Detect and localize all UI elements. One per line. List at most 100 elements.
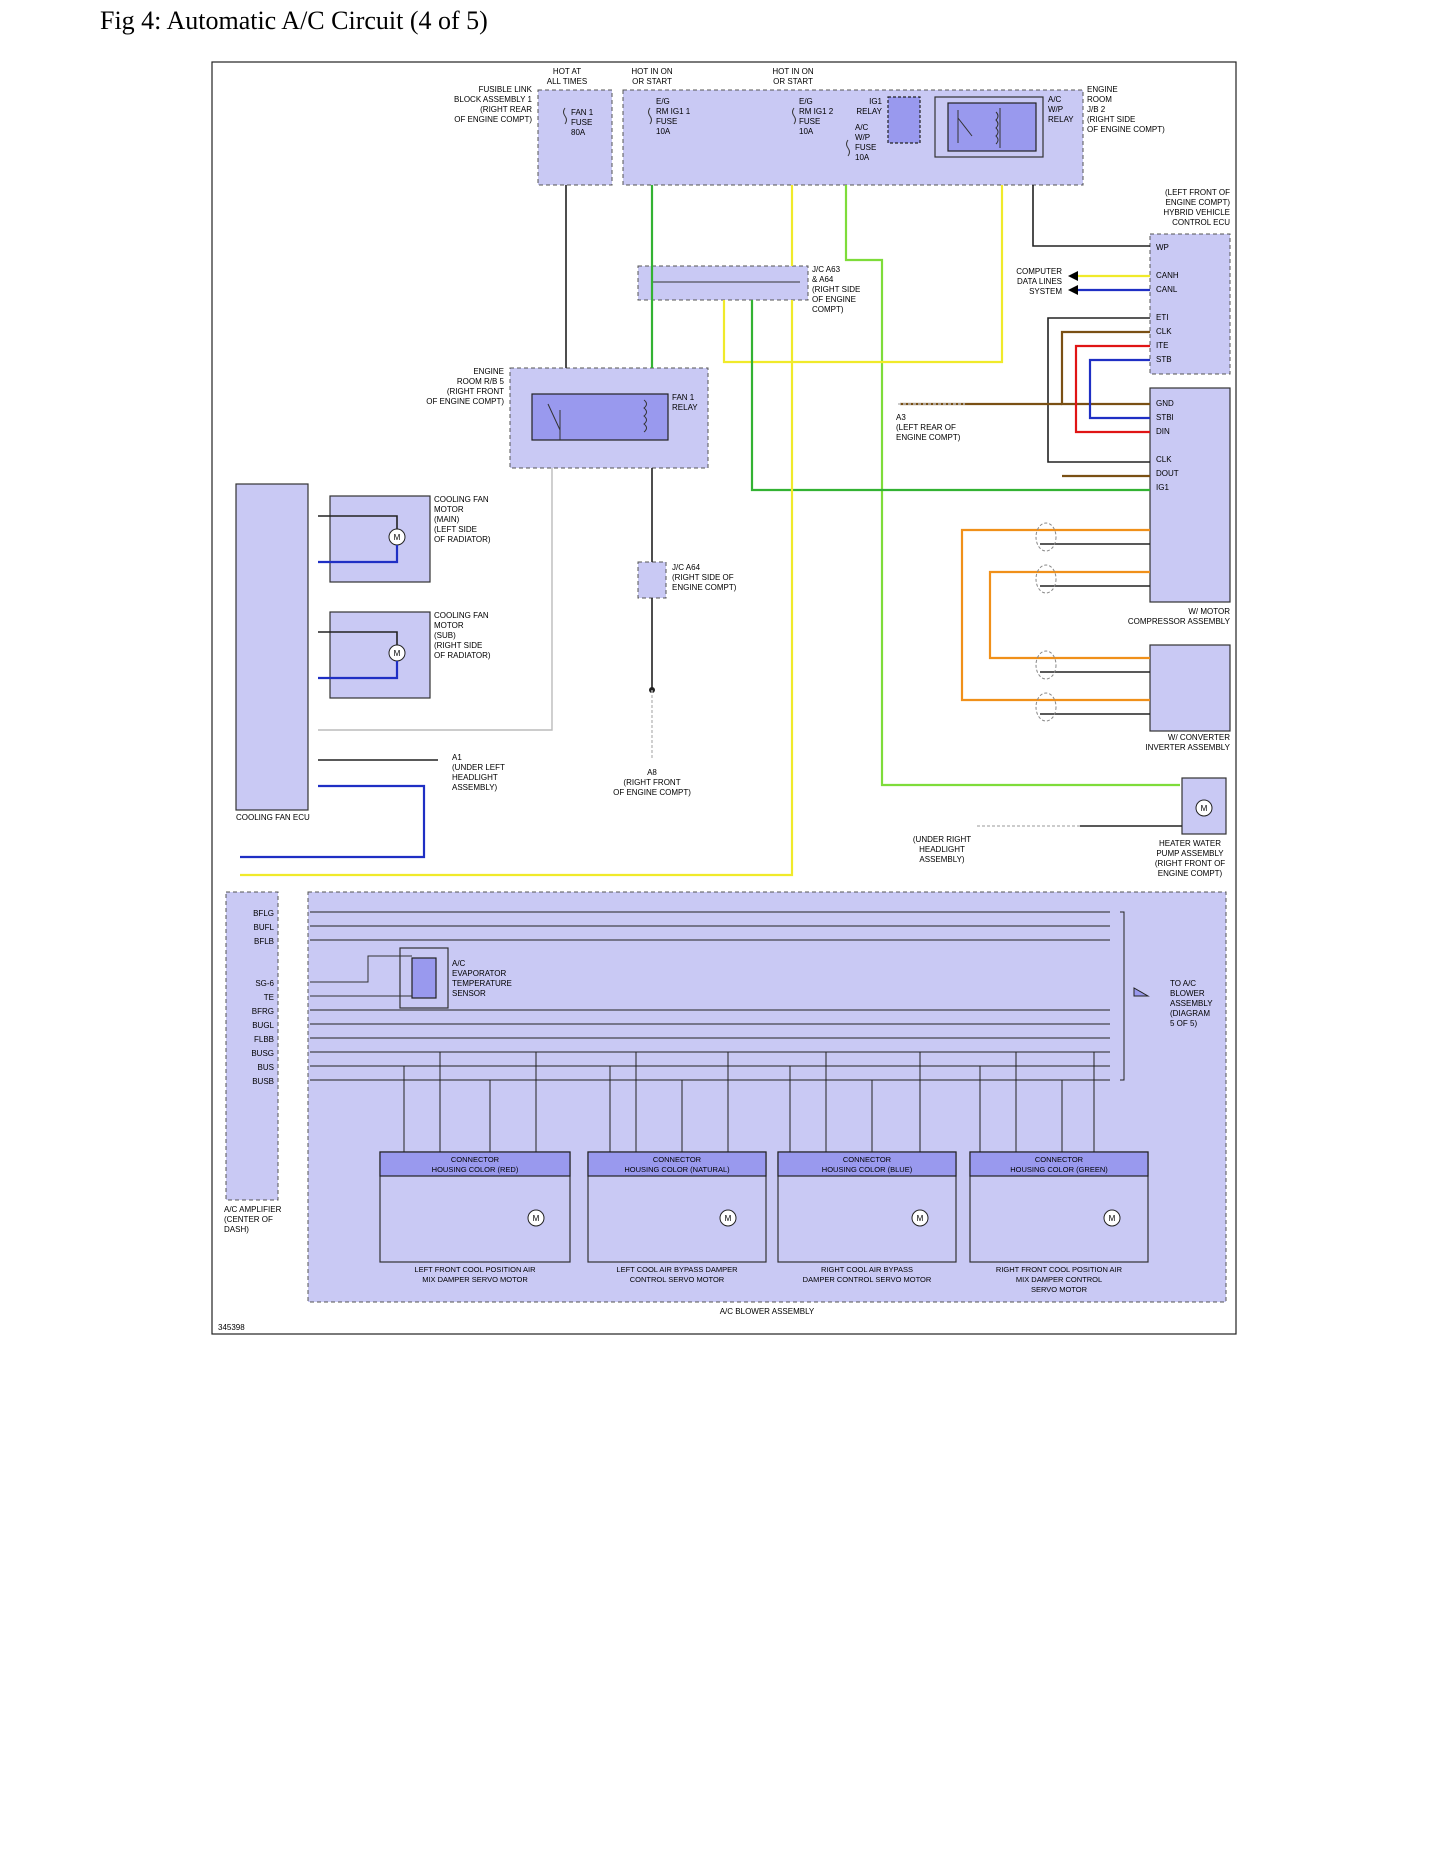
- svg-text:BUS: BUS: [258, 1063, 274, 1072]
- svg-text:RELAY: RELAY: [856, 107, 882, 116]
- svg-text:HOUSING COLOR (RED): HOUSING COLOR (RED): [432, 1165, 519, 1174]
- svg-text:(RIGHT FRONT: (RIGHT FRONT: [447, 387, 504, 396]
- svg-text:BUFL: BUFL: [254, 923, 275, 932]
- fan-motor-main-glyph: M: [394, 533, 401, 542]
- svg-text:J/B 2: J/B 2: [1087, 105, 1106, 114]
- motor-sub-label: COOLING FAN MOTOR (SUB) (RIGHT SIDE OF R…: [434, 611, 491, 660]
- servo-motor-2: CONNECTOR HOUSING COLOR (NATURAL) LEFT C…: [587, 1151, 767, 1284]
- svg-text:ASSEMBLY): ASSEMBLY): [452, 783, 498, 792]
- svg-text:(RIGHT REAR: (RIGHT REAR: [480, 105, 532, 114]
- svg-text:M: M: [725, 1214, 732, 1223]
- svg-text:BFLB: BFLB: [254, 937, 274, 946]
- ac-wp-relay-label: A/C W/P RELAY: [1048, 95, 1074, 124]
- fan1-fuse-label: FAN 1 FUSE 80A: [571, 108, 594, 137]
- cooling-fan-motor-main: [329, 495, 431, 583]
- jc-label: J/C A63 & A64 (RIGHT SIDE OF ENGINE COMP…: [812, 265, 860, 314]
- wire-grn-ig1: [750, 300, 990, 492]
- svg-text:ENGINE COMPT): ENGINE COMPT): [1166, 198, 1231, 207]
- svg-text:E/G: E/G: [656, 97, 670, 106]
- svg-text:STBI: STBI: [1156, 413, 1174, 422]
- fusible-link-block: [537, 89, 613, 186]
- svg-text:M: M: [533, 1214, 540, 1223]
- inverter-assembly: [1149, 644, 1231, 732]
- evap-sensor-label: A/C EVAPORATOR TEMPERATURE SENSOR: [452, 959, 512, 998]
- svg-text:BLOCK ASSEMBLY 1: BLOCK ASSEMBLY 1: [454, 95, 533, 104]
- servo-drop-wires: [403, 1052, 1095, 1152]
- svg-text:A/C: A/C: [452, 959, 466, 968]
- to-blower-bracket: [1120, 911, 1125, 1081]
- svg-text:STB: STB: [1156, 355, 1172, 364]
- cooling-fan-ecu-label: COOLING FAN ECU: [236, 813, 310, 822]
- svg-text:(RIGHT SIDE: (RIGHT SIDE: [434, 641, 482, 650]
- svg-text:CONTROL SERVO MOTOR: CONTROL SERVO MOTOR: [630, 1275, 725, 1284]
- svg-text:(RIGHT SIDE OF: (RIGHT SIDE OF: [672, 573, 734, 582]
- svg-text:(LEFT SIDE: (LEFT SIDE: [434, 525, 477, 534]
- svg-text:FLBB: FLBB: [254, 1035, 274, 1044]
- eg-fuse-1-label: E/G RM IG1 1 FUSE 10A: [656, 97, 691, 136]
- svg-text:SG-6: SG-6: [255, 979, 274, 988]
- svg-text:RM IG1 1: RM IG1 1: [656, 107, 691, 116]
- shield-symbols: [1035, 522, 1057, 722]
- servo-motor-1: CONNECTOR HOUSING COLOR (RED) LEFT FRONT…: [379, 1151, 571, 1284]
- hv-ecu-upper: [1149, 233, 1231, 375]
- svg-text:HOUSING COLOR (NATURAL): HOUSING COLOR (NATURAL): [624, 1165, 730, 1174]
- water-pump-label: HEATER WATER PUMP ASSEMBLY (RIGHT FRONT …: [1155, 839, 1225, 878]
- svg-text:ROOM R/B 5: ROOM R/B 5: [457, 377, 505, 386]
- svg-text:ENGINE: ENGINE: [1087, 85, 1118, 94]
- svg-text:SYSTEM: SYSTEM: [1029, 287, 1062, 296]
- svg-text:WP: WP: [1156, 243, 1169, 252]
- svg-text:ASSEMBLY): ASSEMBLY): [919, 855, 965, 864]
- svg-text:(UNDER RIGHT: (UNDER RIGHT: [913, 835, 971, 844]
- computer-data-lines-label: COMPUTER DATA LINES SYSTEM: [1016, 267, 1062, 296]
- svg-text:PUMP ASSEMBLY: PUMP ASSEMBLY: [1156, 849, 1224, 858]
- wire-g10-wp: [1032, 185, 1150, 247]
- figure-title: Fig 4: Automatic A/C Circuit (4 of 5): [100, 6, 488, 35]
- svg-text:COMPT): COMPT): [812, 305, 844, 314]
- svg-text:GND: GND: [1156, 399, 1174, 408]
- svg-text:HYBRID VEHICLE: HYBRID VEHICLE: [1163, 208, 1230, 217]
- svg-text:J/C A64: J/C A64: [672, 563, 701, 572]
- svg-text:COOLING FAN: COOLING FAN: [434, 611, 489, 620]
- water-pump-motor-icon: [1195, 799, 1213, 817]
- relay-coil: [995, 111, 999, 145]
- ground-a8-label: A8 (RIGHT FRONT OF ENGINE COMPT): [613, 768, 691, 797]
- svg-text:FUSIBLE LINK: FUSIBLE LINK: [479, 85, 533, 94]
- svg-text:A/C: A/C: [855, 123, 869, 132]
- svg-text:LEFT COOL AIR BYPASS DAMPER: LEFT COOL AIR BYPASS DAMPER: [616, 1265, 738, 1274]
- hot-on-start-1-line2: OR START: [632, 77, 672, 86]
- svg-text:FUSE: FUSE: [855, 143, 876, 152]
- svg-text:(DIAGRAM: (DIAGRAM: [1170, 1009, 1210, 1018]
- svg-text:& A64: & A64: [812, 275, 834, 284]
- svg-text:OF ENGINE COMPT): OF ENGINE COMPT): [454, 115, 532, 124]
- ig1-relay: [887, 96, 921, 144]
- wire-eti-clk: [1047, 317, 1150, 463]
- svg-text:A3: A3: [896, 413, 906, 422]
- svg-text:DASH): DASH): [224, 1225, 249, 1234]
- wire-evap-sensor: [310, 955, 412, 997]
- svg-text:(RIGHT FRONT: (RIGHT FRONT: [623, 778, 680, 787]
- svg-text:COOLING FAN: COOLING FAN: [434, 495, 489, 504]
- svg-text:HOUSING COLOR (GREEN): HOUSING COLOR (GREEN): [1010, 1165, 1108, 1174]
- svg-text:DOUT: DOUT: [1156, 469, 1179, 478]
- svg-text:TEMPERATURE: TEMPERATURE: [452, 979, 512, 988]
- wire-lt-grn-c31: [844, 185, 1180, 787]
- svg-text:CONNECTOR: CONNECTOR: [451, 1155, 500, 1164]
- svg-text:ROOM: ROOM: [1087, 95, 1112, 104]
- svg-text:CONNECTOR: CONNECTOR: [1035, 1155, 1084, 1164]
- svg-text:SERVO MOTOR: SERVO MOTOR: [1031, 1285, 1088, 1294]
- wire-nca: [1040, 543, 1150, 715]
- svg-text:HOUSING COLOR (BLUE): HOUSING COLOR (BLUE): [822, 1165, 913, 1174]
- svg-text:BFRG: BFRG: [252, 1007, 274, 1016]
- svg-text:10A: 10A: [656, 127, 671, 136]
- ac-amp-pins: BFLG BUFL BFLB SG-6 TE BFRG BUGL FLBB BU…: [251, 909, 274, 1086]
- fan1-relay-label: FAN 1 RELAY: [672, 393, 698, 412]
- svg-text:DIN: DIN: [1156, 427, 1170, 436]
- svg-text:BUSB: BUSB: [252, 1077, 274, 1086]
- svg-text:ENGINE COMPT): ENGINE COMPT): [672, 583, 737, 592]
- svg-text:IG1: IG1: [1156, 483, 1169, 492]
- svg-text:80A: 80A: [571, 128, 586, 137]
- svg-text:TO A/C: TO A/C: [1170, 979, 1196, 988]
- ac-wp-relay-body: [947, 102, 1037, 152]
- svg-text:(RIGHT SIDE: (RIGHT SIDE: [1087, 115, 1135, 124]
- ac-wp-fuse-symbol: [846, 139, 850, 157]
